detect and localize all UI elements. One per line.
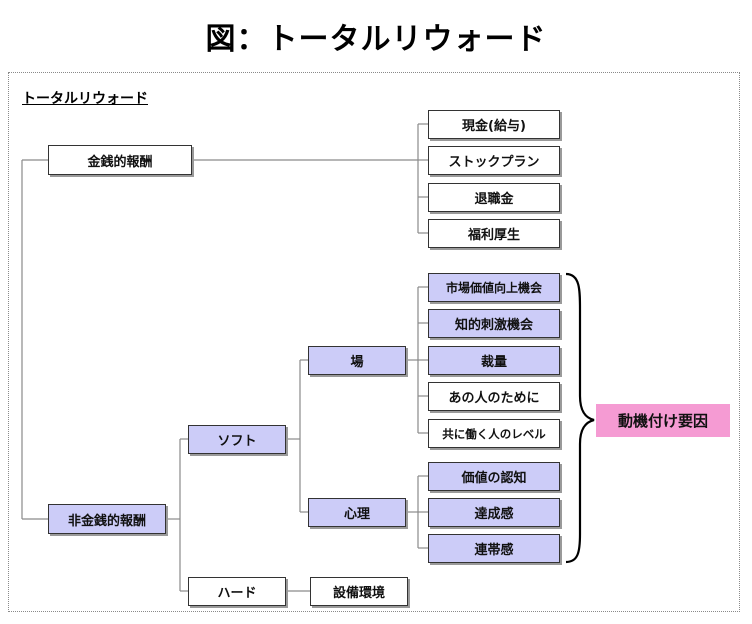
ba-item: 知的刺激機会 — [428, 309, 560, 338]
node-nonmonetary: 非金銭的報酬 — [48, 504, 166, 534]
monetary-item: 退職金 — [428, 183, 560, 212]
node-shinri: 心理 — [308, 498, 406, 527]
ba-item: あの人のために — [428, 382, 560, 411]
node-ba: 場 — [308, 346, 406, 375]
shinri-item: 価値の認知 — [428, 462, 560, 491]
node-hard: ハード — [188, 577, 286, 606]
ba-item: 市場価値向上機会 — [428, 273, 560, 302]
frame-label: トータルリウォード — [22, 91, 148, 107]
ba-item: 裁量 — [428, 346, 560, 375]
node-monetary: 金銭的報酬 — [48, 145, 192, 175]
node-setsubi: 設備環境 — [310, 577, 408, 606]
shinri-item: 達成感 — [428, 498, 560, 527]
monetary-item: 福利厚生 — [428, 219, 560, 248]
curly-brace — [565, 272, 595, 564]
page-title: 図：トータルリウォード — [205, 22, 547, 57]
monetary-item: ストックプラン — [428, 146, 560, 175]
node-soft: ソフト — [188, 425, 286, 454]
diagram-frame — [8, 72, 740, 612]
monetary-item: 現金(給与) — [428, 110, 560, 139]
ba-item: 共に働く人のレベル — [428, 419, 560, 448]
shinri-item: 連帯感 — [428, 534, 560, 563]
motivation-factor-label: 動機付け要因 — [596, 404, 730, 437]
